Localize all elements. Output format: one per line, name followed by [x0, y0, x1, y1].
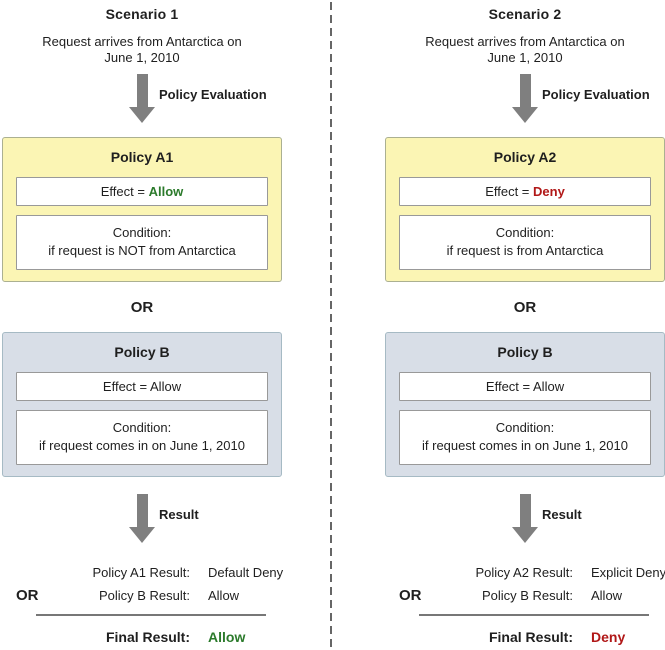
down-arrow-icon: [512, 494, 538, 543]
request-line-1: Request arrives from Antarctica on: [42, 34, 242, 49]
scenario-2-column: Scenario 2 Request arrives from Antarcti…: [385, 0, 665, 645]
results-table: Policy A2 Result: Explicit Deny OR Polic…: [399, 565, 665, 604]
condition-line-2: if request is from Antarctica: [446, 243, 604, 258]
effect-prefix: Effect =: [100, 184, 149, 199]
policy-b-title: Policy B: [114, 344, 170, 360]
result-row-value: Explicit Deny: [591, 565, 665, 580]
result-row-value: Allow: [208, 588, 240, 603]
result-row-label: Policy B Result:: [481, 588, 573, 603]
policy-evaluation-label: Policy Evaluation: [159, 87, 267, 102]
result-row-value: Default Deny: [208, 565, 284, 580]
down-arrow-icon: [129, 494, 155, 543]
final-result-row: Final Result: Deny: [399, 629, 665, 645]
policy-a-card: Policy A1 Effect = Allow Condition: if r…: [2, 137, 282, 282]
condition-line-2: if request comes in on June 1, 2010: [422, 438, 628, 453]
policy-b-card: Policy B Effect = Allow Condition: if re…: [2, 332, 282, 477]
result-label: Result: [542, 507, 582, 522]
policy-evaluation-label: Policy Evaluation: [542, 87, 650, 102]
effect-box: Effect = Allow: [16, 372, 268, 401]
result-row-label: Policy B Result:: [98, 588, 190, 603]
down-arrow-icon: [512, 74, 538, 123]
scenario-title: Scenario 2: [488, 6, 562, 22]
scenario-divider-dashed-line: [330, 2, 332, 648]
effect-prefix: Effect =: [485, 184, 534, 199]
effect-prefix: Effect =: [102, 379, 151, 394]
condition-box: Condition: if request comes in on June 1…: [16, 410, 268, 465]
result-row-label: Policy A1 Result:: [92, 565, 190, 580]
condition-line-1: Condition:: [112, 420, 172, 435]
policy-a-card: Policy A2 Effect = Deny Condition: if re…: [385, 137, 665, 282]
or-label: OR: [16, 587, 39, 604]
down-arrow-icon: [129, 74, 155, 123]
or-label: OR: [399, 587, 422, 604]
condition-line-2: if request comes in on June 1, 2010: [39, 438, 245, 453]
results-table: Policy A1 Result: Default Deny OR Policy…: [16, 565, 284, 604]
final-result-row: Final Result: Allow: [16, 629, 282, 645]
policy-b-title: Policy B: [497, 344, 553, 360]
condition-box: Condition: if request is NOT from Antarc…: [16, 215, 268, 270]
result-row-label: Policy A2 Result:: [475, 565, 573, 580]
policy-evaluation-arrow-block: Policy Evaluation: [2, 74, 282, 124]
result-label: Result: [159, 507, 199, 522]
policy-evaluation-arrow-block: Policy Evaluation: [385, 74, 665, 124]
policy-a-title: Policy A2: [493, 149, 557, 165]
final-result-value: Deny: [591, 629, 626, 645]
request-line-1: Request arrives from Antarctica on: [425, 34, 625, 49]
condition-line-2: if request is NOT from Antarctica: [48, 243, 236, 258]
results-divider-line: [36, 614, 266, 616]
final-result-label: Final Result:: [105, 629, 190, 645]
final-result-label: Final Result:: [488, 629, 573, 645]
effect-prefix: Effect =: [485, 379, 534, 394]
condition-box: Condition: if request comes in on June 1…: [399, 410, 651, 465]
condition-box: Condition: if request is from Antarctica: [399, 215, 651, 270]
policy-a-title: Policy A1: [110, 149, 174, 165]
effect-box: Effect = Deny: [399, 177, 651, 206]
or-label: OR: [513, 299, 537, 316]
condition-line-1: Condition:: [495, 225, 555, 240]
request-line-2: June 1, 2010: [487, 50, 563, 65]
results-divider-line: [419, 614, 649, 616]
request-text: Request arrives from Antarctica on June …: [2, 34, 282, 66]
policy-b-card: Policy B Effect = Allow Condition: if re…: [385, 332, 665, 477]
effect-box: Effect = Allow: [399, 372, 651, 401]
effect-value: Allow: [148, 184, 184, 199]
final-result-value: Allow: [208, 629, 246, 645]
effect-value: Deny: [533, 184, 565, 199]
effect-value: Allow: [150, 379, 182, 394]
effect-box: Effect = Allow: [16, 177, 268, 206]
result-arrow-block: Result: [2, 494, 282, 544]
condition-line-1: Condition:: [112, 225, 172, 240]
or-label: OR: [130, 299, 154, 316]
result-arrow-block: Result: [385, 494, 665, 544]
request-line-2: June 1, 2010: [104, 50, 180, 65]
condition-line-1: Condition:: [495, 420, 555, 435]
request-text: Request arrives from Antarctica on June …: [385, 34, 665, 66]
result-row-value: Allow: [591, 588, 623, 603]
effect-value: Allow: [533, 379, 565, 394]
scenario-title: Scenario 1: [105, 6, 179, 22]
scenario-1-column: Scenario 1 Request arrives from Antarcti…: [2, 0, 284, 645]
